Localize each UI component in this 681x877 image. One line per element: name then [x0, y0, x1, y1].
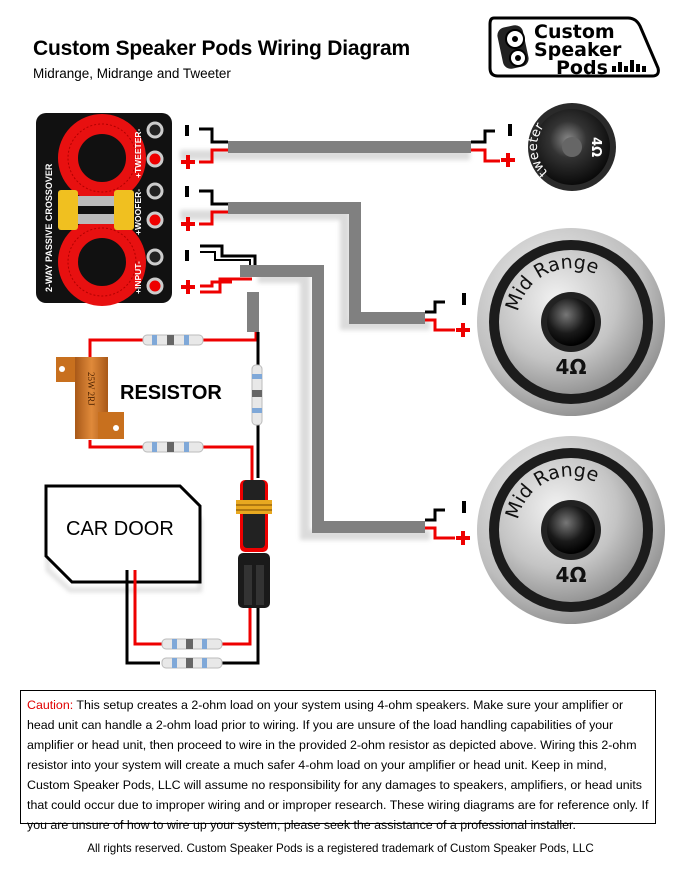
car-door-label: CAR DOOR	[66, 518, 174, 540]
resistor-label: RESISTOR	[120, 382, 222, 404]
footer-copyright: All rights reserved. Custom Speaker Pods…	[87, 842, 594, 855]
resistor-rating: 25W 2RJ	[86, 372, 96, 406]
caution-notice: Caution: This setup creates a 2-ohm load…	[20, 690, 656, 832]
inline-resistor-bottom	[142, 441, 204, 453]
power-resistor: 25W 2RJ	[56, 357, 124, 439]
tweeter-speaker: tweeter 4Ω	[526, 103, 616, 191]
inductor-coil-top	[58, 114, 146, 202]
caution-label: Caution:	[27, 698, 74, 712]
midrange-1-impedance: 4Ω	[556, 355, 587, 379]
car-door-shape	[44, 484, 202, 584]
terminal-label-input: +INPUT-	[133, 261, 143, 294]
inline-resistor-top	[142, 334, 204, 346]
inline-resistor-vertical	[251, 364, 263, 426]
terminal-posts	[146, 121, 164, 295]
brand-logo: Custom Speaker Pods	[488, 16, 660, 79]
terminal-label-woofer: +WOOFER-	[133, 189, 143, 235]
input-cable	[200, 244, 470, 545]
tweeter-cable	[199, 124, 515, 167]
crossover-label: 2-WAY PASSIVE CROSSOVER	[44, 163, 54, 292]
terminal-label-tweeter: +TWEETER-	[133, 128, 143, 178]
midrange-speaker-1: Mid Range 4Ω	[477, 228, 665, 416]
door-resistor-bottom	[161, 657, 223, 669]
drop-shadows	[46, 150, 470, 592]
crossover-board: 2-WAY PASSIVE CROSSOVER +TWEETER- +WOOFE…	[36, 113, 172, 306]
logo-line-1: Custom	[534, 21, 615, 43]
wiring-diagram: 2-WAY PASSIVE CROSSOVER +TWEETER- +WOOFE…	[36, 103, 665, 669]
weatherproof-connector	[236, 480, 272, 608]
car-door-wiring	[125, 570, 260, 665]
equalizer-icon	[612, 60, 646, 72]
logo-line-3: Pods	[556, 57, 608, 79]
capacitor	[58, 190, 134, 230]
midrange-1-cable	[199, 189, 470, 337]
polarity-markers-crossover	[181, 125, 195, 294]
door-resistor-top	[161, 638, 223, 650]
tweeter-impedance: 4Ω	[588, 137, 603, 157]
inductor-coil-bottom	[58, 218, 146, 306]
resistor-wiring	[88, 332, 260, 480]
midrange-2-impedance: 4Ω	[556, 563, 587, 587]
page-title: Custom Speaker Pods Wiring Diagram	[33, 37, 410, 60]
speaker-pod-icon	[497, 25, 529, 69]
page-subtitle: Midrange, Midrange and Tweeter	[33, 66, 231, 81]
midrange-speaker-2: Mid Range 4Ω	[477, 436, 665, 624]
logo-line-2: Speaker	[534, 39, 622, 61]
caution-text: This setup creates a 2-ohm load on your …	[27, 698, 649, 832]
